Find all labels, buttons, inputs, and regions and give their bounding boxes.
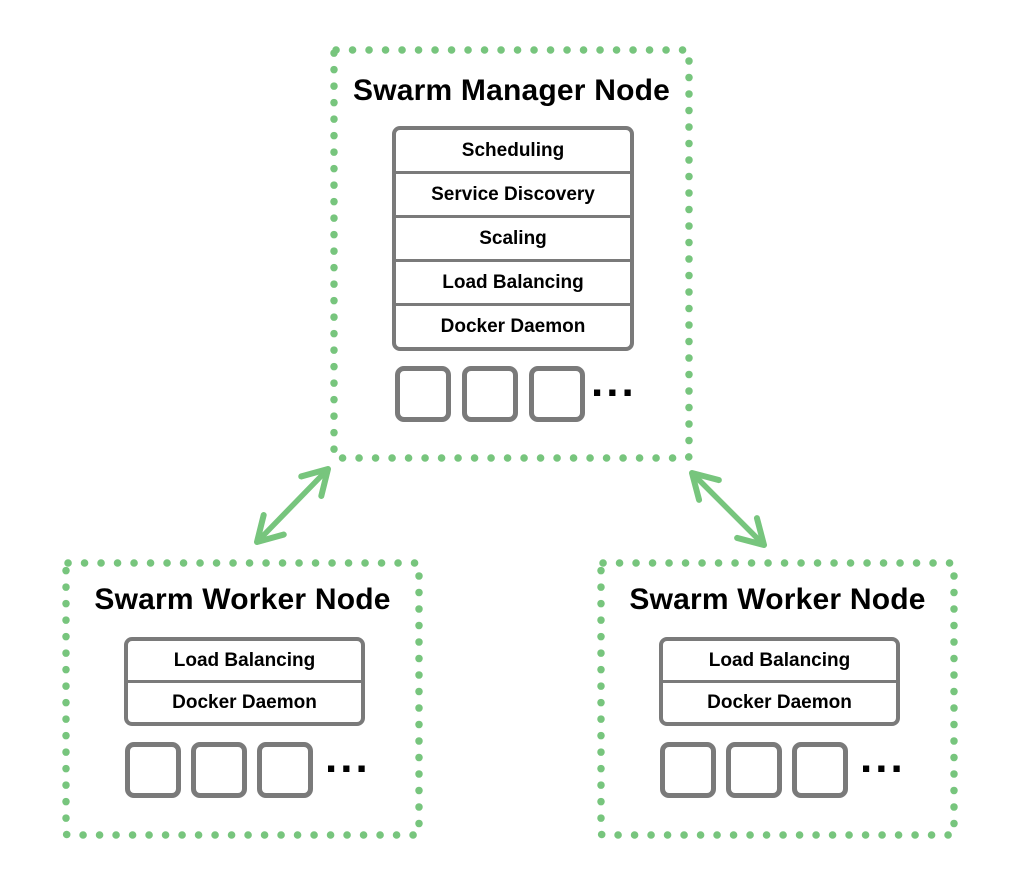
worker-service-docker-daemon: Docker Daemon [663, 680, 896, 722]
manager-worker-right-link-arrow [689, 470, 767, 548]
more-containers-ellipsis: ... [325, 733, 371, 782]
container-box [462, 366, 518, 422]
worker-right-containers-row: ... [660, 736, 903, 798]
manager-service-scheduling: Scheduling [461, 140, 565, 161]
manager-node-title: Swarm Manager Node [352, 74, 671, 107]
manager-service-load-balancing: Load Balancing [396, 259, 630, 303]
worker-left-containers-row: ... [125, 736, 368, 798]
container-box [726, 742, 782, 798]
manager-service-service-discovery: Service Discovery [396, 171, 630, 215]
worker-service-load-balancing: Load Balancing [708, 650, 851, 671]
manager-worker-left-link-arrow [254, 466, 331, 545]
manager-containers-row: ... [395, 360, 634, 422]
more-containers-ellipsis: ... [860, 733, 906, 782]
worker-service-load-balancing: Load Balancing [173, 650, 316, 671]
container-box [125, 742, 181, 798]
worker-right-services-stack: Load Balancing Docker Daemon [659, 637, 900, 726]
manager-services-stack: Scheduling Service Discovery Scaling Loa… [392, 126, 634, 351]
worker-service-docker-daemon: Docker Daemon [128, 680, 361, 722]
manager-service-scaling: Scaling [396, 215, 630, 259]
worker-left-node-title: Swarm Worker Node [94, 583, 391, 616]
container-box [395, 366, 451, 422]
container-box [660, 742, 716, 798]
container-box [792, 742, 848, 798]
container-box [257, 742, 313, 798]
container-box [191, 742, 247, 798]
worker-right-node-title: Swarm Worker Node [629, 583, 926, 616]
container-box [529, 366, 585, 422]
worker-left-services-stack: Load Balancing Docker Daemon [124, 637, 365, 726]
more-containers-ellipsis: ... [591, 357, 637, 406]
manager-service-docker-daemon: Docker Daemon [396, 303, 630, 347]
